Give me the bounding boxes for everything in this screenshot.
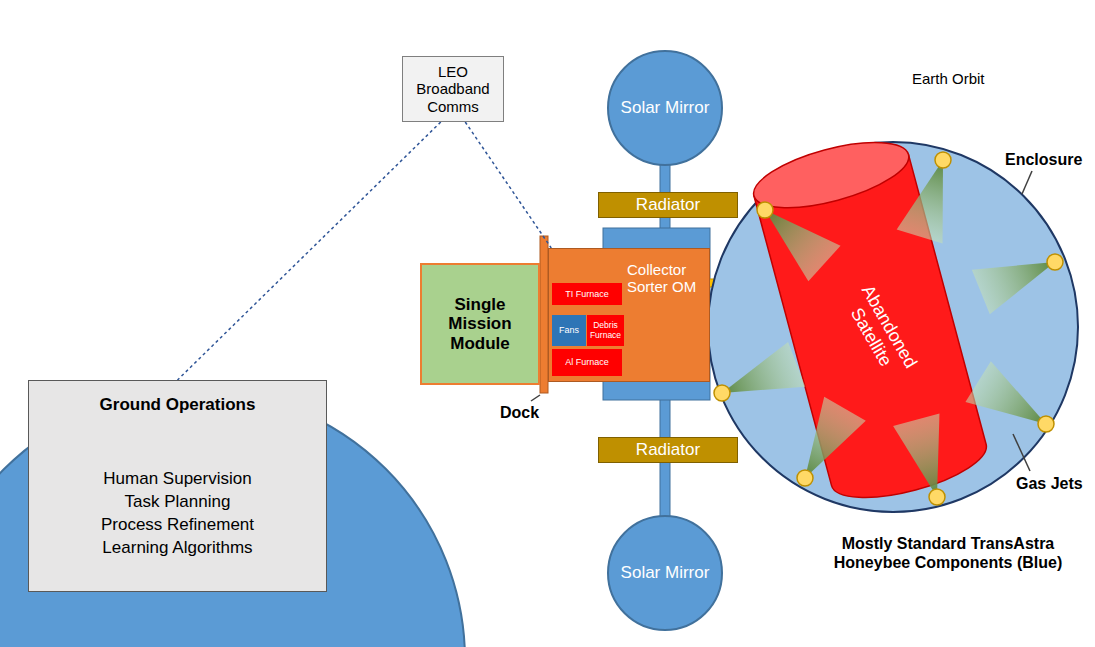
nozzle-dot xyxy=(1047,254,1063,270)
collector-module-box: Collector Sorter OM TI FurnaceFans Debris … xyxy=(548,248,710,382)
node-title: Fans xyxy=(559,325,579,335)
node-title: Collector Sorter OM xyxy=(627,261,697,296)
gas-jet-cone xyxy=(972,240,1064,314)
orbit-label: Earth Orbit xyxy=(912,70,985,88)
text-group: Single Mission Module xyxy=(434,295,526,354)
radiator-bar: Radiator xyxy=(598,192,738,218)
text-group: Abandoned Satellite xyxy=(833,271,927,392)
furnace-box: Al Furnace xyxy=(552,349,622,376)
text-group: Solar Mirror xyxy=(621,563,710,583)
nozzle-dot xyxy=(714,385,730,401)
fans-box: Fans xyxy=(552,315,586,346)
nozzle-dot xyxy=(935,152,951,168)
text-group: Radiator xyxy=(636,195,700,215)
text-group: Al Furnace xyxy=(565,357,609,367)
node-title: Radiator xyxy=(636,440,700,460)
legend-note: Mostly Standard TransAstra Honeybee Comp… xyxy=(808,534,1088,572)
gas-jet-cone xyxy=(893,414,960,504)
gas-jet-cone xyxy=(897,153,966,244)
text-group: Debris Furnace xyxy=(588,321,623,341)
node-title: Solar Mirror xyxy=(621,98,710,118)
furnace-box: TI Furnace xyxy=(552,283,622,305)
node-title: Solar Mirror xyxy=(621,563,710,583)
node-title: Radiator xyxy=(636,195,700,215)
node-title: Single Mission Module xyxy=(434,295,526,354)
node-title: LEO Broadband Comms xyxy=(407,63,499,115)
gas-jet-cone xyxy=(965,361,1058,444)
node-title: Ground Operations xyxy=(100,395,256,415)
nozzle-dot xyxy=(797,470,813,486)
solar-mirror-circle: Solar Mirror xyxy=(607,50,723,166)
node-text: Task Planning xyxy=(125,490,231,513)
gas-jet-cone xyxy=(713,342,805,415)
comms-link xyxy=(465,122,551,248)
text-group: Fans xyxy=(559,325,579,335)
text-group: TI Furnace xyxy=(565,289,609,299)
operations-box: Ground OperationsHuman SupervisionTask P… xyxy=(28,380,327,592)
nozzle-dot xyxy=(757,202,773,218)
dock-bar xyxy=(540,236,548,393)
leader-lines xyxy=(531,171,1032,471)
dock-label: Dock xyxy=(500,403,539,422)
node-text: Process Refinement xyxy=(101,513,254,536)
gas-jet-cone xyxy=(784,397,866,490)
node-text: Learning Algorithms xyxy=(102,536,252,559)
leader-line xyxy=(1013,434,1030,471)
gas-jet-cone xyxy=(749,192,841,281)
text-group: Ground OperationsHuman SupervisionTask P… xyxy=(100,395,256,559)
solar-mirror-circle: Solar Mirror xyxy=(607,515,723,631)
cylinder-top xyxy=(747,129,915,221)
node-text: Human Supervision xyxy=(103,467,251,490)
gas-jets xyxy=(713,153,1064,503)
nozzle-dot xyxy=(929,489,945,505)
jet-nozzles xyxy=(714,152,1063,505)
satellite-cylinder xyxy=(747,129,993,510)
radiator-bar: Radiator xyxy=(598,437,738,463)
comms-link xyxy=(178,122,441,380)
nozzle-dot xyxy=(1038,416,1054,432)
furnace-box: Debris Furnace xyxy=(587,315,624,346)
text-group: Radiator xyxy=(636,440,700,460)
enclosure-label: Enclosure xyxy=(1005,150,1082,169)
leader-line xyxy=(1022,171,1032,194)
comms-box: LEO Broadband Comms xyxy=(402,56,504,122)
node-title: TI Furnace xyxy=(565,289,609,299)
text-group: Solar Mirror xyxy=(621,98,710,118)
node-title: Debris Furnace xyxy=(588,321,623,341)
mission-module-box: Single Mission Module xyxy=(420,263,540,385)
text-group: Collector Sorter OM xyxy=(627,261,697,296)
text-group: LEO Broadband Comms xyxy=(407,63,499,115)
leader-line xyxy=(531,395,540,401)
satellite-label-area: Abandoned Satellite xyxy=(827,267,934,398)
gas-jets-label: Gas Jets xyxy=(1016,474,1083,493)
node-title: Abandoned Satellite xyxy=(833,271,927,392)
node-title: Al Furnace xyxy=(565,357,609,367)
